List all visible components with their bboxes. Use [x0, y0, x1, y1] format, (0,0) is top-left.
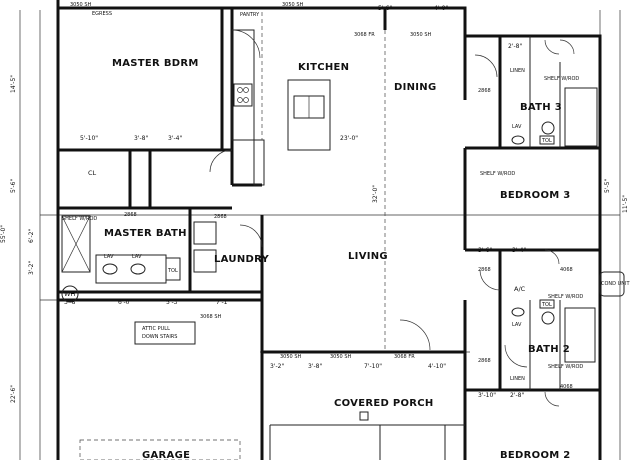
room-bedroom-3: BEDROOM 3 [500, 190, 571, 201]
room-master-bedroom: MASTER BDRM [112, 58, 199, 69]
label-lav-2: LAV [132, 254, 142, 260]
room-covered-porch: COVERED PORCH [334, 398, 434, 409]
bath-fixtures [61, 87, 625, 363]
dimension-label: 5'-6" [378, 5, 392, 12]
room-labels: MASTER BDRM KITCHEN DINING BATH 3 BEDROO… [104, 58, 571, 460]
label-shelf-2: SHELF W/ROD [62, 216, 97, 222]
window-labels: 3050 SH 3050 SH 3068 FR 3050 SH 2868 286… [70, 2, 573, 390]
dimension-label: 14'-5" [10, 75, 17, 93]
label-closet: CL [88, 169, 97, 177]
label-shelf-4: SHELF W/ROD [548, 364, 583, 370]
dimension-label: 5'-5" [604, 179, 611, 193]
dimension-label: 3'-4" [512, 247, 526, 254]
label-tol-3: TOL [541, 302, 552, 308]
dimension-label: 4'-10" [428, 363, 446, 370]
label-linen-1: LINEN [510, 68, 525, 74]
room-laundry: LAUNDRY [214, 254, 270, 265]
label-linen-2: LINEN [510, 376, 525, 382]
label-tol-1: TOL [167, 268, 178, 274]
window-label-3: 3068 FR [354, 32, 375, 38]
dimension-label: 3'-8" [64, 299, 78, 306]
window-label-7: 2868 [214, 214, 227, 220]
room-living: LIVING [348, 251, 388, 262]
label-pantry: PANTRY [240, 12, 260, 18]
dimension-label: 7'-10" [364, 363, 382, 370]
label-tol-2: TOL [541, 138, 552, 144]
dimension-label: 3'-6" [478, 247, 492, 254]
window-label-13: 3068 FR [394, 354, 415, 360]
dimension-label: 6'-2" [28, 229, 35, 243]
window-label-14: 2868 [478, 358, 491, 364]
label-cond-unit: COND UNIT [601, 281, 630, 287]
porch-post [359, 411, 369, 421]
window-label-12: 3050 SH [330, 354, 351, 360]
dimension-labels: 5'-10" 3'-8" 3'-4" 23'-0" 3'-8" 6'-0" 5'… [0, 5, 629, 403]
dimension-label: 3'-2" [270, 363, 284, 370]
label-water-heater: WH [64, 290, 75, 298]
room-kitchen: KITCHEN [298, 62, 349, 73]
window-label-15: 4068 [560, 384, 573, 390]
dimension-label: 5'-6" [10, 179, 17, 193]
label-shelf-5: SHELF W/ROD [480, 171, 515, 177]
dimension-label: 3'-2" [28, 261, 35, 275]
dimension-label: 3'-8" [308, 363, 322, 370]
label-lav-3: LAV [512, 124, 522, 130]
window-label-5: 2868 [478, 88, 491, 94]
dimension-label: 3'-10" [478, 392, 496, 399]
label-egress: EGRESS [92, 11, 112, 17]
window-label-10: 3068 SH [200, 314, 221, 320]
window-label-1: 3050 SH [70, 2, 91, 8]
dimension-label: 3'-4" [168, 135, 182, 142]
window-label-9: 2868 [478, 267, 491, 273]
dimension-label: 5'-10" [80, 135, 98, 142]
room-bedroom-2: BEDROOM 2 [500, 450, 571, 460]
fixture-labels: CL WH A/C COND UNIT LAV LAV TOL LAV TOL … [62, 11, 630, 382]
window-label-4: 3050 SH [410, 32, 431, 38]
label-attic-pull: ATTIC PULL [142, 326, 170, 332]
dimension-label: 4'-0" [434, 5, 448, 12]
window-label-6: 2868 [124, 212, 137, 218]
dimension-label: 11'-5" [622, 195, 629, 213]
room-dining: DINING [394, 82, 437, 93]
window-label-2: 3050 SH [282, 2, 303, 8]
kitchen-fixtures [231, 12, 386, 352]
dimension-label: 6'-0" [118, 299, 132, 306]
dimension-label: 2'-8" [508, 43, 522, 50]
label-shelf-1: SHELF W/ROD [544, 76, 579, 82]
label-lav-4: LAV [512, 322, 522, 328]
door-swings [209, 29, 575, 407]
garage-details [79, 321, 241, 460]
dimension-label: 32'-0" [372, 185, 379, 203]
window-label-8: 4068 [560, 267, 573, 273]
label-ac: A/C [514, 285, 526, 293]
label-lav-1: LAV [104, 254, 114, 260]
dimension-label: 22'-6" [10, 385, 17, 403]
room-master-bath: MASTER BATH [104, 228, 187, 239]
label-down-stairs: DOWN STAIRS [142, 334, 177, 340]
dimension-label: 55'-0" [0, 225, 7, 243]
label-shelf-3: SHELF W/ROD [548, 294, 583, 300]
room-bath-3: BATH 3 [520, 102, 562, 113]
dimension-label: 7'-1" [216, 299, 230, 306]
window-label-11: 3050 SH [280, 354, 301, 360]
dimension-label: 2'-8" [510, 392, 524, 399]
room-garage: GARAGE [142, 450, 190, 460]
dimension-label: 3'-8" [134, 135, 148, 142]
room-bath-2: BATH 2 [528, 344, 570, 355]
dimension-label: 23'-0" [340, 135, 358, 142]
dimension-label: 5'-3" [166, 299, 180, 306]
